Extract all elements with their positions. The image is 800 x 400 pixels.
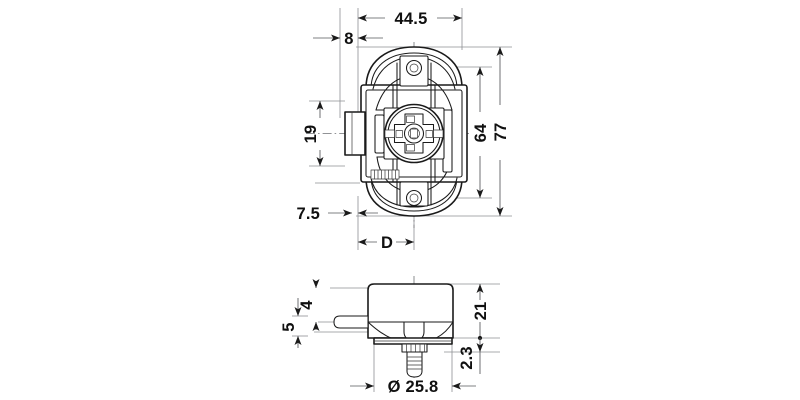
dimension-77: 77 [492,47,510,216]
dimension-label-19: 19 [302,125,320,144]
dimension-label-4: 4 [298,300,316,310]
dimension-19: 19 [302,101,324,166]
dimension-label-44-5: 44.5 [395,10,428,28]
dimension-64: 64 [472,67,490,198]
dimension-2-3: 2.3 [458,338,484,374]
dimension-label-21: 21 [472,302,490,321]
dimension-7-5: 7.5 [296,205,352,223]
dimension-D: D [358,209,414,252]
dimension-label-7-5: 7.5 [296,205,320,223]
top-fixing-hole [399,55,429,87]
side-view-group: 4 5 21 2.3 Ø 25.8 [280,276,500,396]
central-cam [383,103,445,164]
dimension-label-77: 77 [492,123,510,142]
dimension-5: 5 [280,298,308,348]
side-bolt-tongue [333,315,369,329]
left-inner-bar [374,114,385,154]
side-housing-body [367,283,454,344]
dimension-21: 21 [472,284,490,341]
dimension-label-64: 64 [472,123,490,142]
dimension-diameter-25-8: Ø 25.8 [350,378,476,396]
dimension-label-D: D [381,234,393,252]
dimension-4: 4 [298,279,320,331]
ratchet-teeth-strip [370,169,400,180]
side-spindle-boss [401,343,428,353]
front-view-group: 44.5 8 77 64 19 7.5 [296,8,512,252]
dimension-label-2-3: 2.3 [458,346,476,370]
dimension-8: 8 [313,30,383,48]
dimension-label-diameter-25-8: Ø 25.8 [388,378,439,396]
dimension-label-5: 5 [280,322,298,331]
bottom-fixing-hole [399,181,429,207]
dimension-label-8: 8 [344,30,353,48]
side-threaded-spindle [406,351,423,378]
side-base-flange [373,337,453,345]
dimension-44-5: 44.5 [358,10,462,28]
lock-bolt-nose [344,111,366,156]
